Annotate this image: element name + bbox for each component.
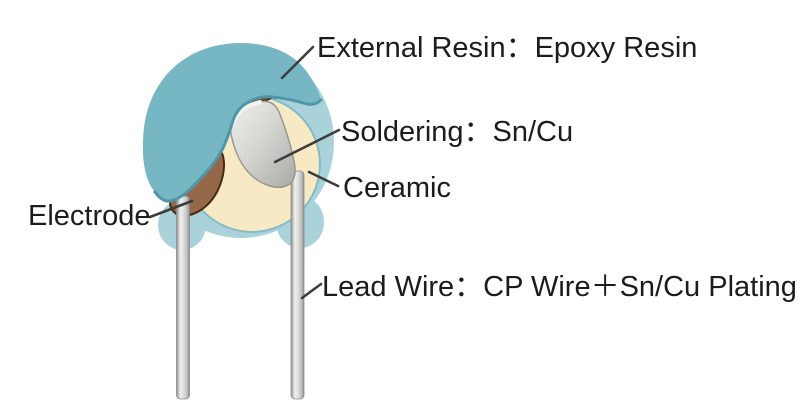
leader-line-external-resin bbox=[280, 45, 315, 80]
leader-line-soldering bbox=[273, 128, 341, 164]
leader-line-lead-wire bbox=[300, 282, 323, 300]
label-lead-wire: Lead Wire：CP Wire＋Sn/Cu Plating bbox=[322, 271, 797, 303]
lead-wire-left bbox=[176, 195, 190, 400]
lead-wire-right bbox=[290, 170, 305, 400]
resin-cut-edge bbox=[153, 95, 323, 203]
leader-line-ceramic bbox=[307, 170, 340, 188]
label-soldering: Soldering：Sn/Cu bbox=[341, 116, 573, 148]
label-external-resin: External Resin：Epoxy Resin bbox=[317, 32, 697, 64]
label-electrode: Electrode bbox=[28, 200, 151, 232]
label-ceramic: Ceramic bbox=[343, 172, 451, 204]
leader-line-electrode bbox=[148, 199, 194, 219]
